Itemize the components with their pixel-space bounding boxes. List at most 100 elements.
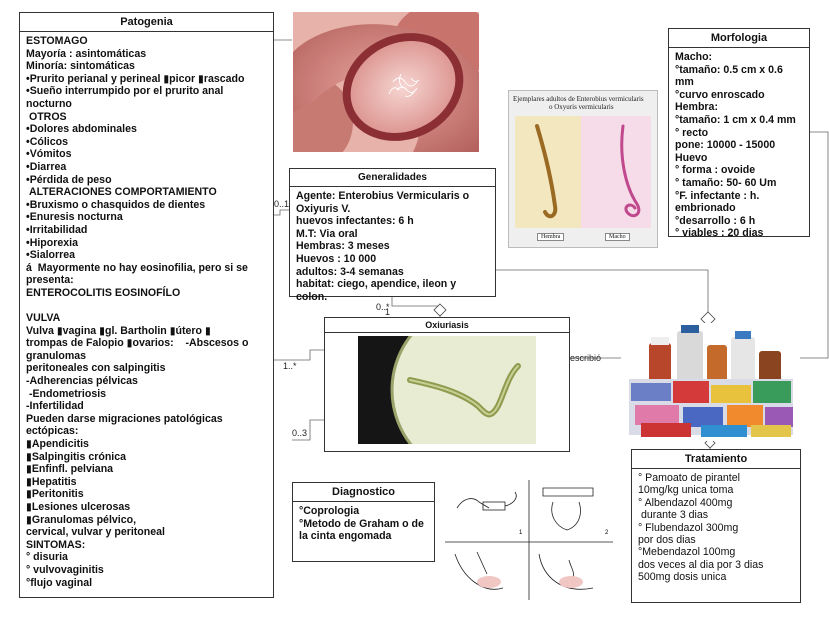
morfologia-line: Huevo	[675, 151, 708, 164]
patogenia-line	[26, 299, 267, 312]
worm-specimens-photo: Ejemplares adultos de Enterobius vermicu…	[508, 90, 658, 248]
morfologia-line: °F. infectante : h.	[675, 189, 760, 202]
morfologia-line: °tamaño: 0.5 cm x 0.6 mm	[675, 63, 786, 89]
patogenia-line: Minoría: sintomáticas	[26, 60, 135, 73]
patogenia-line: á Mayormente no hay eosinofilia, pero si…	[26, 261, 248, 274]
generalidades-line: habitat: ciego, apendice, ileon y colon.	[296, 278, 460, 303]
intestine-illustration	[293, 12, 479, 152]
patogenia-line: •Diarrea	[26, 160, 67, 173]
patogenia-line: ectópicas:	[26, 425, 79, 438]
microscope-worm-photo	[358, 336, 536, 444]
patogenia-line: •Hiporexia	[26, 236, 78, 249]
patogenia-line: ▮Salpingitis crónica	[26, 450, 127, 463]
oxiuriasis-title: Oxiuriasis	[325, 318, 569, 333]
morfologia-line: Macho:	[675, 51, 713, 63]
tratamiento-line: durante 3 dias	[638, 509, 709, 522]
diagnostico-line: °Coprologia	[299, 505, 360, 517]
morfologia-line: °tamaño: 1 cm x 0.4 mm	[675, 113, 796, 126]
label-macho: Macho	[605, 233, 630, 241]
morfologia-line: embrionado	[675, 202, 736, 215]
diagnostico-title: Diagnostico	[293, 483, 434, 502]
morfologia-line: pone: 10000 - 15000	[675, 139, 776, 152]
label-meds: escribió	[570, 353, 602, 363]
patogenia-line: •Enuresis nocturna	[26, 211, 123, 224]
oxiuriasis-box: Oxiuriasis	[324, 317, 570, 452]
specimens-caption-2: o Oxyuris vermicularis	[549, 103, 614, 111]
graham-step-2: 2	[605, 530, 609, 536]
patogenia-line: ▮Granulomas pélvico,	[26, 513, 137, 526]
diagnostico-line: la cinta engomada	[299, 530, 392, 543]
patogenia-line: •Bruxismo o chasquidos de dientes	[26, 198, 206, 211]
patogenia-line: ° vulvovaginitis	[26, 563, 104, 576]
generalidades-line: Agente: Enterobius Vermicularis o	[296, 190, 470, 202]
patogenia-line: •Irritabilidad	[26, 223, 88, 236]
morfologia-line: ° recto	[675, 126, 709, 139]
patogenia-line: •Sueño interrumpido por el prurito anal	[26, 85, 224, 98]
generalidades-title: Generalidades	[290, 169, 495, 187]
patogenia-line: trompas de Falopio ▮ovarios: -Abscesos o	[26, 337, 249, 350]
patogenia-line: ▮Apendicitis	[26, 438, 89, 450]
patogenia-title: Patogenia	[20, 13, 273, 32]
label-pat-oxi: 1..*	[283, 361, 297, 371]
morfologia-title: Morfologia	[669, 29, 809, 48]
diagnostico-box: Diagnostico °Coprologia°Metodo de Graham…	[292, 482, 435, 562]
patogenia-line: °flujo vaginal	[26, 576, 93, 589]
medicines-photo	[621, 323, 799, 441]
morfologia-line: Hembra:	[675, 101, 718, 114]
tratamiento-line: dos veces al dia por 3 dias	[638, 558, 764, 571]
morfologia-line: °desarrollo : 6 h	[675, 214, 756, 227]
patogenia-line: Vulva ▮vagina ▮gl. Bartholin ▮útero ▮	[26, 324, 211, 337]
patogenia-line: OTROS	[26, 110, 67, 123]
patogenia-line: granulomas	[26, 349, 87, 362]
tratamiento-title: Tratamiento	[632, 450, 800, 469]
patogenia-line: ▮Enfinfl. pelviana	[26, 463, 114, 476]
label-gen-oxi-a: 0..*	[376, 302, 390, 312]
specimens-caption-1: Ejemplares adultos de Enterobius vermicu…	[513, 95, 644, 103]
morfologia-line: ° viables : 20 dias	[675, 227, 764, 240]
graham-test-illustration: 1 2	[443, 478, 615, 602]
patogenia-line: -Adherencias pélvicas	[26, 375, 138, 388]
patogenia-line: ▮Lesiones ulcerosas	[26, 500, 131, 513]
patogenia-line: ▮Hepatitis	[26, 475, 77, 488]
generalidades-line: Hembras: 3 meses	[296, 240, 390, 253]
label-diag-oxi: 0..3	[292, 428, 308, 438]
tratamiento-line: 500mg dosis unica	[638, 571, 727, 584]
generalidades-line: Huevos : 10 000	[296, 252, 377, 265]
label-gen-pat: 0..1	[274, 199, 290, 209]
tratamiento-line: °Mebendazol 100mg	[638, 546, 736, 559]
morfologia-line: ° tamaño: 50- 60 Um	[675, 176, 777, 189]
generalidades-line: huevos infectantes: 6 h	[296, 215, 414, 228]
patogenia-line: •Sialorrea	[26, 249, 76, 262]
patogenia-line: nocturno	[26, 97, 72, 110]
patogenia-line: •Prurito perianal y perineal ▮picor ▮ras…	[26, 72, 245, 85]
morfologia-box: Morfologia Macho:°tamaño: 0.5 cm x 0.6 m…	[668, 28, 810, 239]
patogenia-line: -Endometriosis	[26, 387, 107, 400]
patogenia-line: •Pérdida de peso	[26, 173, 112, 186]
label-hembra: Hembra	[537, 233, 565, 241]
patogenia-line: •Dolores abdominales	[26, 123, 137, 136]
graham-step-1: 1	[519, 530, 523, 536]
tratamiento-line: ° Albendazol 400mg	[638, 496, 733, 509]
patogenia-line: VULVA	[26, 312, 61, 325]
generalidades-box: Generalidades Agente: Enterobius Vermicu…	[289, 168, 496, 303]
generalidades-line: M.T: Via oral	[296, 227, 358, 240]
tratamiento-line: por dos dias	[638, 534, 696, 547]
patogenia-line: Pueden darse migraciones patológicas	[26, 412, 223, 425]
patogenia-line: cervical, vulvar y peritoneal	[26, 526, 165, 539]
tratamiento-line: ° Flubendazol 300mg	[638, 521, 739, 534]
patogenia-line: SINTOMAS:	[26, 538, 86, 551]
morfologia-text: Macho:°tamaño: 0.5 cm x 0.6 mm°curvo enr…	[669, 48, 809, 243]
patogenia-line: •Cólicos	[26, 135, 68, 148]
tratamiento-line: ° Pamoato de pirantel	[638, 472, 740, 484]
tratamiento-line: 10mg/kg unica toma	[638, 484, 734, 497]
patogenia-line: ESTOMAGO	[26, 35, 88, 47]
patogenia-line: -Infertilidad	[26, 400, 84, 413]
label-gen-oxi-b: 1	[385, 307, 391, 317]
generalidades-line: Oxiyuris V.	[296, 202, 351, 215]
